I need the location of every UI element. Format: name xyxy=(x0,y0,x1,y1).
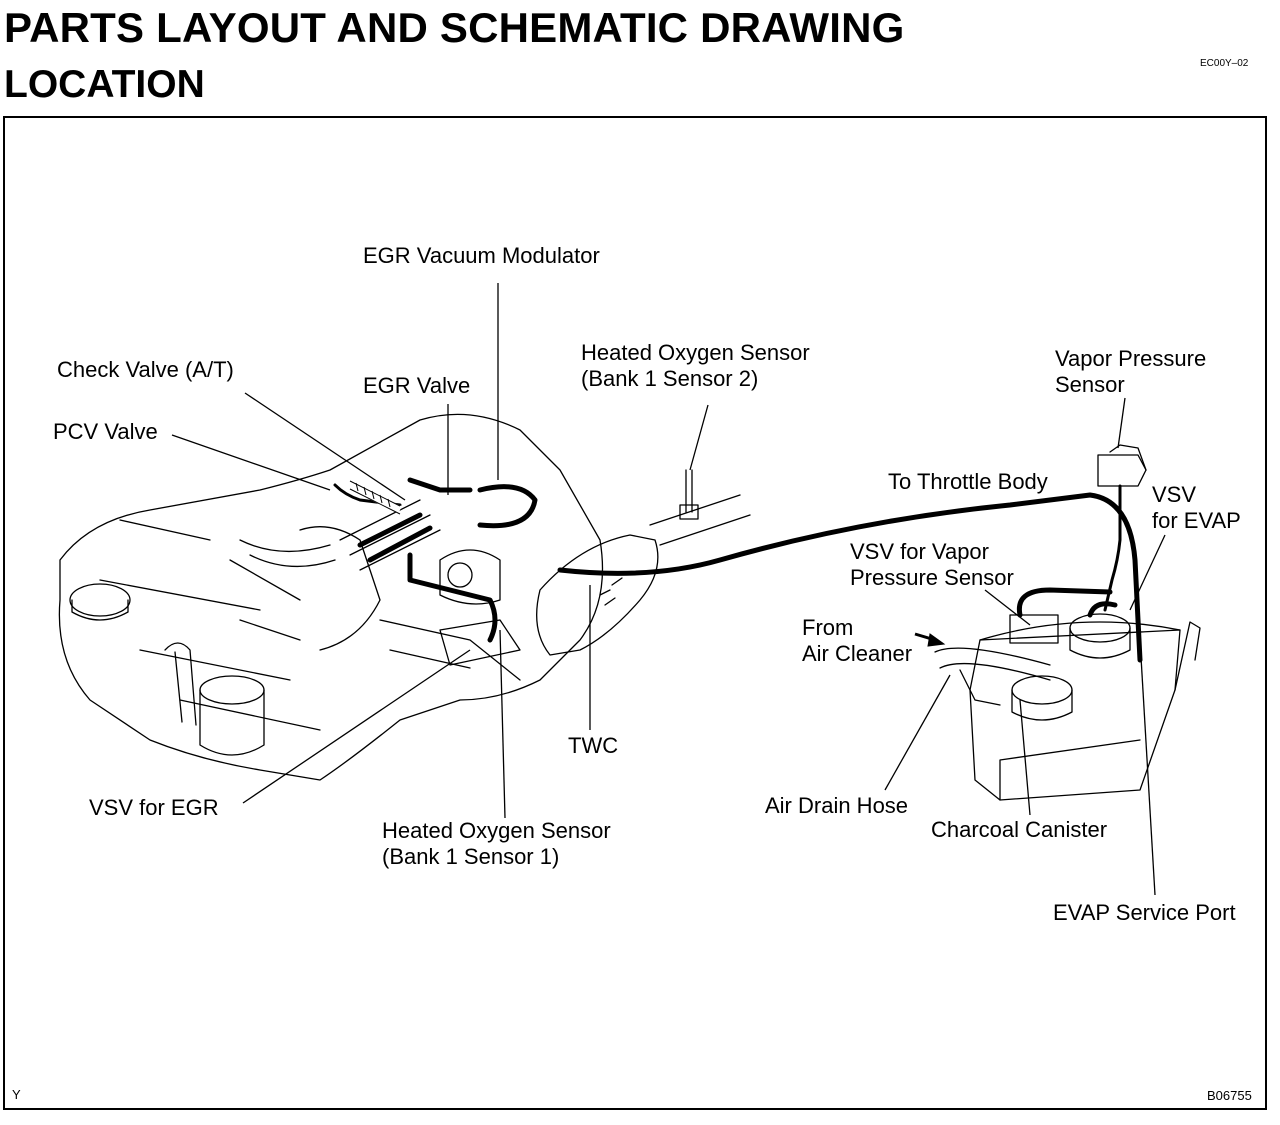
label-egr-vacuum-modulator: EGR Vacuum Modulator xyxy=(363,243,600,268)
leader-heated-o2-b1s2 xyxy=(689,404,709,471)
document-code: EC00Y–02 xyxy=(1200,58,1249,69)
leader-evap-service-port xyxy=(1139,639,1156,896)
section-subtitle: LOCATION xyxy=(4,63,205,106)
canister-body xyxy=(969,629,1181,801)
label-egr-valve: EGR Valve xyxy=(363,373,471,398)
label-check-valve: Check Valve (A/T) xyxy=(57,357,234,382)
label-evap-service-port: EVAP Service Port xyxy=(1053,900,1236,925)
leader-vsv-egr xyxy=(242,649,471,804)
label-twc: TWC xyxy=(568,733,619,758)
leader-vsv-evap xyxy=(1129,534,1166,611)
label-vsv-evap-line2: for EVAP xyxy=(1152,508,1241,533)
label-heated-o2-b1s2-line2: (Bank 1 Sensor 2) xyxy=(581,366,759,391)
leader-vsv-vapor xyxy=(984,589,1031,626)
label-heated-o2-b1s2-line1: Heated Oxygen Sensor xyxy=(581,340,810,365)
leader-check-valve xyxy=(244,392,406,501)
label-pcv-valve: PCV Valve xyxy=(53,419,158,444)
leader-vapor-pressure-sensor xyxy=(1117,397,1126,449)
label-from-air-cleaner-line1: From xyxy=(802,615,854,640)
label-vapor-pressure-sensor-line2: Sensor xyxy=(1055,372,1125,397)
exhaust-pipe xyxy=(649,494,751,546)
leader-charcoal-canister xyxy=(1019,699,1031,816)
leader-pcv-valve xyxy=(171,434,331,491)
vapor-pressure-sensor xyxy=(1097,454,1147,487)
label-air-drain-hose: Air Drain Hose xyxy=(765,793,909,818)
leader-air-drain-hose xyxy=(884,674,951,791)
leader-heated-o2-b1s1 xyxy=(499,629,506,819)
label-heated-o2-b1s1-line1: Heated Oxygen Sensor xyxy=(382,818,611,843)
label-heated-o2-b1s1-line2: (Bank 1 Sensor 1) xyxy=(382,844,560,869)
engine-block-outline xyxy=(58,413,604,781)
figure-code: B06755 xyxy=(1207,1088,1252,1103)
label-from-air-cleaner-line2: Air Cleaner xyxy=(802,641,913,666)
twc-converter xyxy=(536,534,659,656)
hose-to-throttle-body xyxy=(557,492,1143,663)
label-charcoal-canister: Charcoal Canister xyxy=(931,817,1108,842)
label-vapor-pressure-sensor-line1: Vapor Pressure xyxy=(1055,346,1207,371)
footer-mark-y: Y xyxy=(12,1087,21,1102)
label-vsv-vapor-line1: VSV for Vapor xyxy=(850,539,989,564)
radiator-cap xyxy=(69,583,131,617)
label-vsv-evap-line1: VSV xyxy=(1152,482,1197,507)
label-vsv-egr: VSV for EGR xyxy=(89,795,219,820)
diagram-frame xyxy=(3,116,1267,1110)
label-to-throttle-body: To Throttle Body xyxy=(888,469,1048,494)
label-vsv-vapor-line2: Pressure Sensor xyxy=(850,565,1014,590)
page-title: PARTS LAYOUT AND SCHEMATIC DRAWING xyxy=(4,4,905,51)
